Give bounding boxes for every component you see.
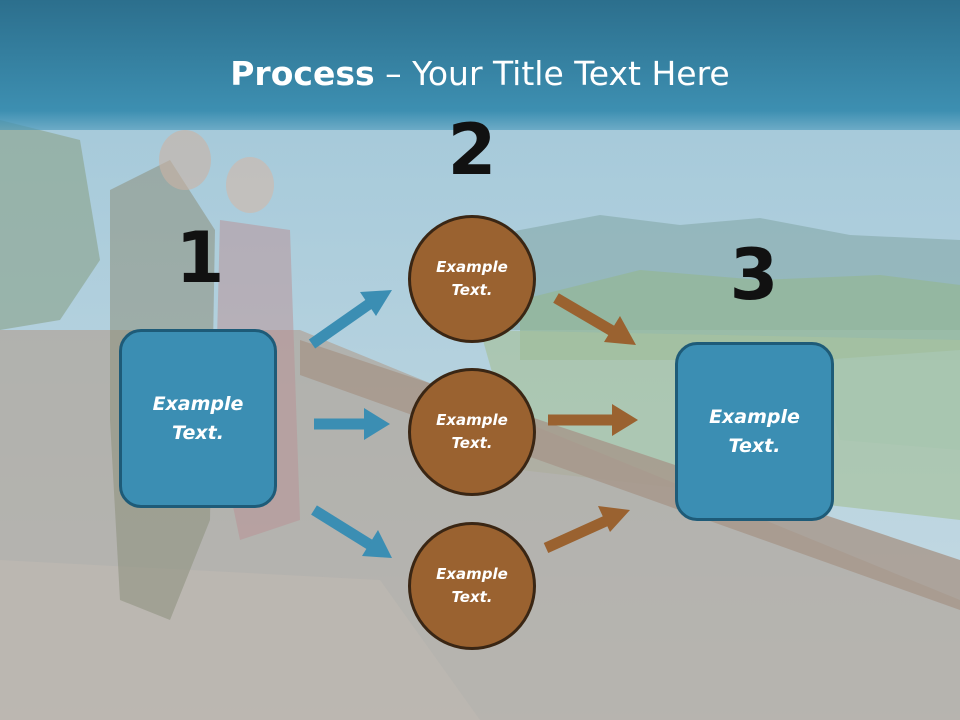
step-3-text: Example Text. (709, 405, 800, 457)
step-1-text: Example Text. (152, 392, 244, 444)
title-bold: Process (230, 54, 375, 93)
step-2-circle-top: Example Text. (408, 215, 536, 343)
step-number-1: 1 (175, 217, 225, 299)
step-3-box: Example Text. (675, 342, 834, 521)
step-2-circle-middle: Example Text. (408, 368, 536, 496)
step-2-circle-top-text: Example Text. (436, 258, 508, 299)
step-2-circle-bottom: Example Text. (408, 522, 536, 650)
step-2-circle-middle-text: Example Text. (436, 411, 508, 452)
title-bar: Process – Your Title Text Here (0, 0, 960, 130)
step-1-box: Example Text. (119, 329, 277, 508)
step-number-3: 3 (729, 234, 779, 316)
title-rest: – Your Title Text Here (374, 54, 730, 93)
slide-title: Process – Your Title Text Here (0, 52, 960, 96)
step-2-circle-bottom-text: Example Text. (436, 565, 508, 606)
step-number-2: 2 (447, 109, 497, 191)
